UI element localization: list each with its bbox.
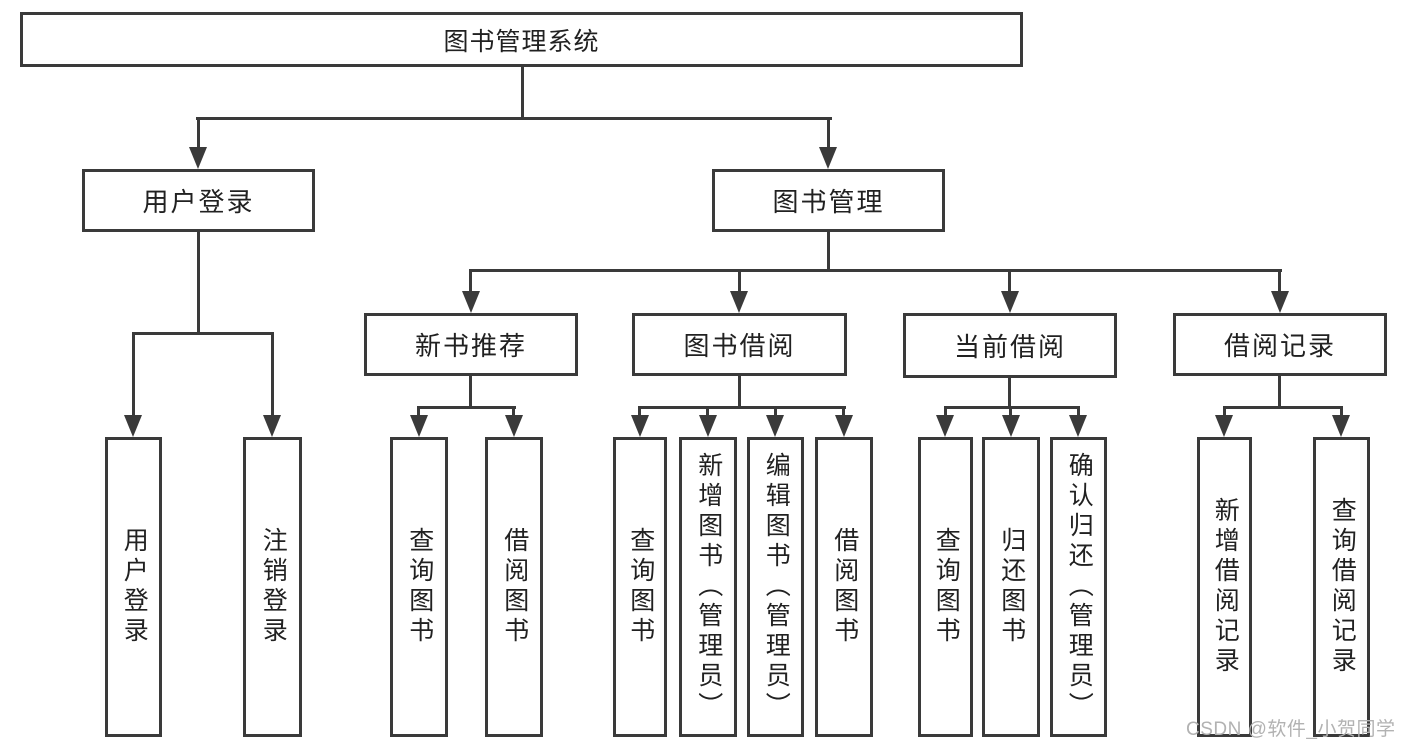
connector-line xyxy=(1340,406,1343,419)
arrow-down-icon xyxy=(1332,415,1350,437)
connector-line xyxy=(1278,376,1281,408)
connector-line xyxy=(827,232,830,271)
leaf-query-borrow-record: 查询借阅记录 xyxy=(1313,437,1370,737)
arrow-down-icon xyxy=(835,415,853,437)
arrow-down-icon xyxy=(189,147,207,169)
node-label: 注销登录 xyxy=(259,527,288,647)
arrow-down-icon xyxy=(124,415,142,437)
node-label: 借阅图书 xyxy=(500,527,529,647)
node-label: 查询图书 xyxy=(405,527,434,647)
connector-line xyxy=(944,406,947,419)
node-label: 借阅记录 xyxy=(1223,331,1336,361)
node-label: 借阅图书 xyxy=(830,527,859,647)
node-current-borrowing: 当前借阅 xyxy=(903,313,1117,378)
node-borrowing-records: 借阅记录 xyxy=(1173,313,1387,376)
connector-line xyxy=(271,332,274,417)
arrow-down-icon xyxy=(1002,415,1020,437)
connector-line xyxy=(521,67,524,118)
connector-line xyxy=(418,406,516,409)
leaf-user-login: 用户登录 xyxy=(105,437,162,737)
node-label: 用户登录 xyxy=(120,527,149,647)
node-label: 图书管理 xyxy=(772,187,885,217)
connector-line xyxy=(1223,406,1343,409)
node-label: 新增借阅记录 xyxy=(1211,497,1240,677)
leaf-borrow-books-borrowing: 借阅图书 xyxy=(815,437,873,737)
node-new-book-recommendation: 新书推荐 xyxy=(364,313,578,376)
connector-line xyxy=(1278,269,1281,295)
node-label: 新书推荐 xyxy=(414,331,527,361)
arrow-down-icon xyxy=(1001,291,1019,313)
arrow-down-icon xyxy=(410,415,428,437)
connector-line xyxy=(706,406,709,419)
connector-line xyxy=(1008,269,1011,295)
node-library-system: 图书管理系统 xyxy=(20,12,1023,67)
node-label: 查询图书 xyxy=(932,527,961,647)
connector-line xyxy=(132,332,274,335)
connector-line xyxy=(738,376,741,408)
connector-line xyxy=(638,406,846,409)
arrow-down-icon xyxy=(263,415,281,437)
node-book-management: 图书管理 xyxy=(712,169,945,232)
connector-line xyxy=(842,406,845,419)
connector-line xyxy=(944,406,1080,409)
arrow-down-icon xyxy=(462,291,480,313)
leaf-return-book: 归还图书 xyxy=(982,437,1040,737)
connector-line xyxy=(738,269,741,295)
leaf-borrow-books-recommend: 借阅图书 xyxy=(485,437,543,737)
connector-line xyxy=(827,117,830,150)
node-user-login: 用户登录 xyxy=(82,169,315,232)
arrow-down-icon xyxy=(766,415,784,437)
leaf-add-borrow-record: 新增借阅记录 xyxy=(1197,437,1252,737)
leaf-query-books-current: 查询图书 xyxy=(918,437,973,737)
node-book-borrowing: 图书借阅 xyxy=(632,313,847,376)
node-label: 图书借阅 xyxy=(683,331,796,361)
arrow-down-icon xyxy=(505,415,523,437)
connector-line xyxy=(197,117,200,150)
leaf-add-book-admin: 新增图书（管理员） xyxy=(679,437,737,737)
connector-line xyxy=(1008,378,1011,408)
node-label: 用户登录 xyxy=(142,187,255,217)
node-label: 图书管理系统 xyxy=(443,27,600,56)
leaf-query-books-borrowing: 查询图书 xyxy=(613,437,667,737)
connector-line xyxy=(132,332,135,417)
leaf-confirm-return-admin: 确认归还（管理员） xyxy=(1050,437,1107,737)
arrow-down-icon xyxy=(1271,291,1289,313)
arrow-down-icon xyxy=(730,291,748,313)
arrow-down-icon xyxy=(936,415,954,437)
arrow-down-icon xyxy=(631,415,649,437)
node-label: 确认归还（管理员） xyxy=(1065,452,1094,722)
connector-line xyxy=(469,269,472,295)
connector-line xyxy=(1077,406,1080,419)
node-label: 新增图书（管理员） xyxy=(694,452,723,722)
arrow-down-icon xyxy=(699,415,717,437)
connector-line xyxy=(197,232,200,334)
arrow-down-icon xyxy=(1215,415,1233,437)
node-label: 当前借阅 xyxy=(953,332,1066,362)
node-label: 查询借阅记录 xyxy=(1328,497,1357,677)
leaf-logout-login: 注销登录 xyxy=(243,437,302,737)
connector-line xyxy=(512,406,515,419)
connector-line xyxy=(638,406,641,419)
node-label: 查询图书 xyxy=(626,527,655,647)
connector-line xyxy=(1223,406,1226,419)
connector-line xyxy=(774,406,777,419)
connector-line xyxy=(196,117,832,120)
connector-line xyxy=(469,376,472,408)
connector-line xyxy=(417,406,420,419)
leaf-query-books-recommend: 查询图书 xyxy=(390,437,448,737)
connector-line xyxy=(1009,406,1012,419)
connector-line xyxy=(469,269,1282,272)
arrow-down-icon xyxy=(1069,415,1087,437)
watermark: CSDN @软件_小贺同学 xyxy=(1186,719,1396,740)
node-label: 编辑图书（管理员） xyxy=(762,452,791,722)
leaf-edit-book-admin: 编辑图书（管理员） xyxy=(747,437,804,737)
arrow-down-icon xyxy=(819,147,837,169)
node-label: 归还图书 xyxy=(997,527,1026,647)
